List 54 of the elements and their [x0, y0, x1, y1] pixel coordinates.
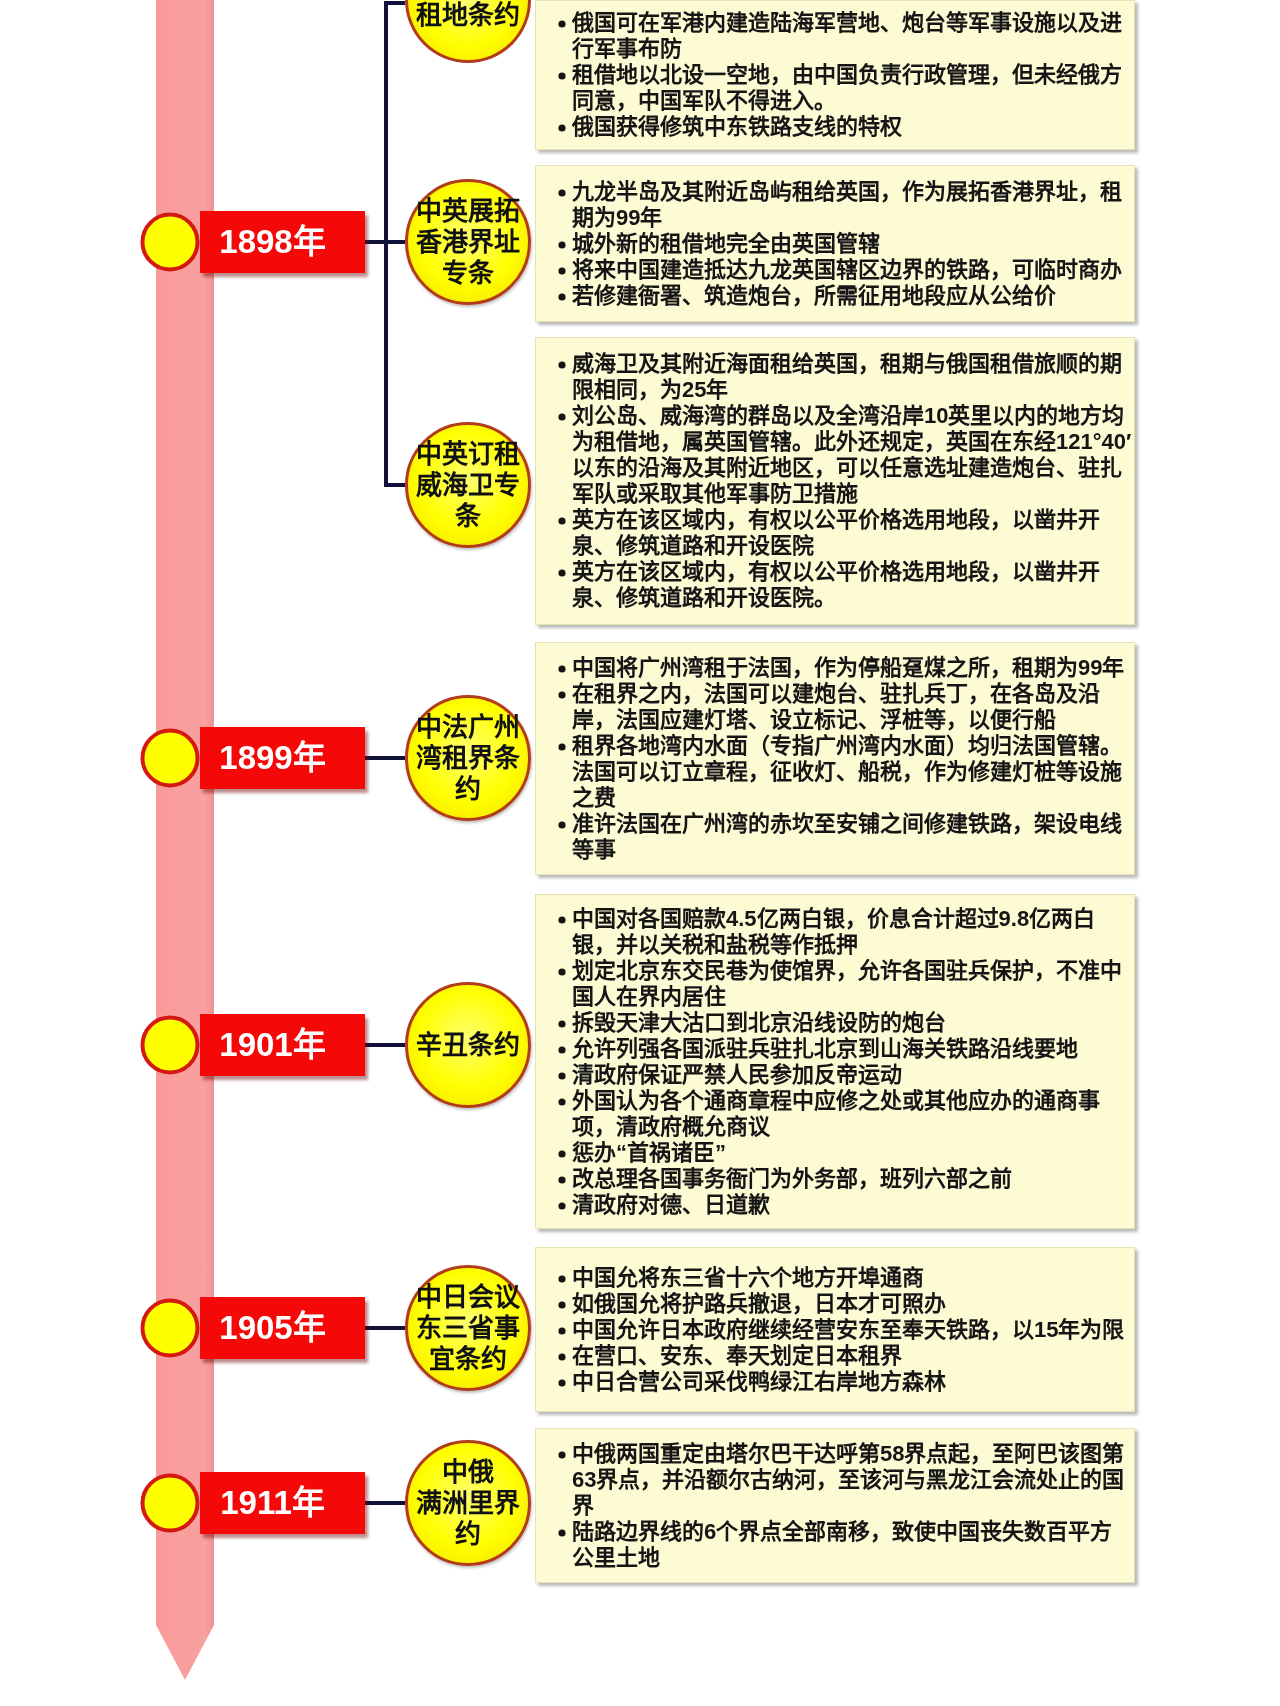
bullet-text: 中国允许日本政府继续经营安东至奉天铁路，以15年为限 — [572, 1316, 1126, 1343]
bullet-text: 租界各地湾内水面（专指广州湾内水面）均归法国管辖。法国可以订立章程，征收灯、船税，作为修建灯桩等设施之费 — [572, 732, 1123, 811]
bullet-text: 准许法国在广州湾的赤坎至安铺之间修建铁路，架设电线等事 — [572, 810, 1123, 863]
text-card — [535, 337, 1135, 625]
bullet-text: 威海卫及其附近海面租给英国，租期与俄国租借旅顺的期限相同，为25年 — [572, 351, 1123, 403]
bullet-text: 改总理各国事务衙门为外务部，班列六部之前 — [572, 1165, 1013, 1192]
bullet-text: 惩办“首祸诸臣” — [572, 1139, 727, 1166]
connector-line — [365, 1043, 405, 1047]
text-card — [535, 1428, 1135, 1583]
connector-line — [365, 1326, 405, 1330]
bullet-text: 九龙半岛及其附近岛屿租给英国，作为展拓香港界址，租期为99年 — [572, 178, 1123, 231]
bullet-text: 清政府保证严禁人民参加反帝运动 — [572, 1061, 903, 1088]
bullet-text: 刘公岛、威海湾的群岛以及全湾沿岸10英里以内的地方均为租借地，属英国管辖。此外还规定，英国在东经121°40′以东的沿海及其附近地区，可以任意选址建造炮台、驻扎军队或采取其他军事防卫措施 — [572, 403, 1133, 507]
bullet-text: 中国将广州湾租于法国，作为停船趸煤之所，租期为99年 — [572, 654, 1126, 681]
bullet-text: 城外新的租借地完全由英国管辖 — [572, 230, 881, 257]
year-tag: 1901年 — [200, 1014, 365, 1076]
bullet-text: 俄国获得修筑中东铁路支线的特权 — [572, 114, 903, 140]
text-card — [535, 165, 1135, 322]
bullet-text: 清政府对德、日道歉 — [572, 1191, 771, 1218]
bullet-text: 划定北京东交民巷为使馆界，允许各国驻兵保护，不准中国人在界内居住 — [572, 957, 1123, 1010]
bullet-text: 在营口、安东、奉天划定日本租界 — [572, 1342, 903, 1369]
bullet-text: 在租界之内，法国可以建炮台、驻扎兵丁，在各岛及沿岸，法国应建灯塔、设立标记、浮桩等，以便行船 — [572, 680, 1101, 733]
bullet-text: 中国允将东三省十六个地方开埠通商 — [572, 1264, 925, 1291]
text-card — [535, 0, 1135, 150]
bullet-text: 租借地以北设一空地，由中国负责行政管理，但未经俄方同意，中国军队不得进入。 — [572, 62, 1123, 114]
bullet-text: 陆路边界线的6个界点全部南移，致使中国丧失数百平方公里土地 — [572, 1518, 1114, 1571]
year-tag: 1898年 — [200, 211, 365, 273]
connector-line — [365, 756, 405, 760]
bullet-text: 英方在该区域内，有权以公平价格选用地段，以凿井开泉、修筑道路和开设医院 — [572, 507, 1101, 559]
bullet-text: 中国对各国赔款4.5亿两白银，价息合计超过9.8亿两白银，并以关税和盐税等作抵押 — [572, 905, 1097, 958]
circle-node: 中俄满洲里界约 — [405, 1440, 531, 1566]
connector-line — [365, 240, 405, 487]
bullet-text: 俄国可在军港内建造陆海军营地、炮台等军事设施以及进行军事布防 — [572, 10, 1123, 62]
circle-node: 中英展拓香港界址专条 — [405, 179, 531, 305]
circle-node: 辛丑条约 — [405, 982, 531, 1108]
bullet-text: 外国认为各个通商章程中应修之处或其他应办的通商事项，清政府概允商议 — [572, 1087, 1101, 1140]
circle-node: 中法广州湾租界条约 — [405, 695, 531, 821]
connector-line — [365, 1501, 405, 1505]
text-card — [535, 894, 1135, 1229]
bullet-text: 如俄国允将护路兵撤退，日本才可照办 — [572, 1290, 947, 1317]
bullet-text: 将来中国建造抵达九龙英国辖区边界的铁路，可临时商办 — [572, 256, 1123, 283]
text-card — [535, 642, 1135, 875]
year-tag: 1899年 — [200, 727, 365, 789]
bullet-text: 中俄两国重定由塔尔巴干达呼第58界点起，至阿巴该图第63界点，并沿额尔古纳河，至该河与黑龙江会流处止的国界 — [572, 1440, 1126, 1519]
bullet-text: 拆毁天津大沽口到北京沿线设防的炮台 — [572, 1009, 947, 1036]
bullet-text: 允许列强各国派驻兵驻扎北京到山海关铁路沿线要地 — [572, 1035, 1079, 1062]
circle-node: 中日会议东三省事宜条约 — [405, 1265, 531, 1391]
year-tag: 1911年 — [200, 1472, 365, 1534]
year-tag: 1905年 — [200, 1297, 365, 1359]
bullet-text: 若修建衙署、筑造炮台，所需征用地段应从公给价 — [572, 282, 1057, 309]
text-card — [535, 1247, 1135, 1412]
bullet-text: 英方在该区域内，有权以公平价格选用地段，以凿井开泉、修筑道路和开设医院。 — [572, 559, 1101, 611]
circle-node: 中英订租威海卫专条 — [405, 422, 531, 548]
bullet-text: 中日合营公司采伐鸭绿江右岸地方森林 — [572, 1368, 947, 1395]
